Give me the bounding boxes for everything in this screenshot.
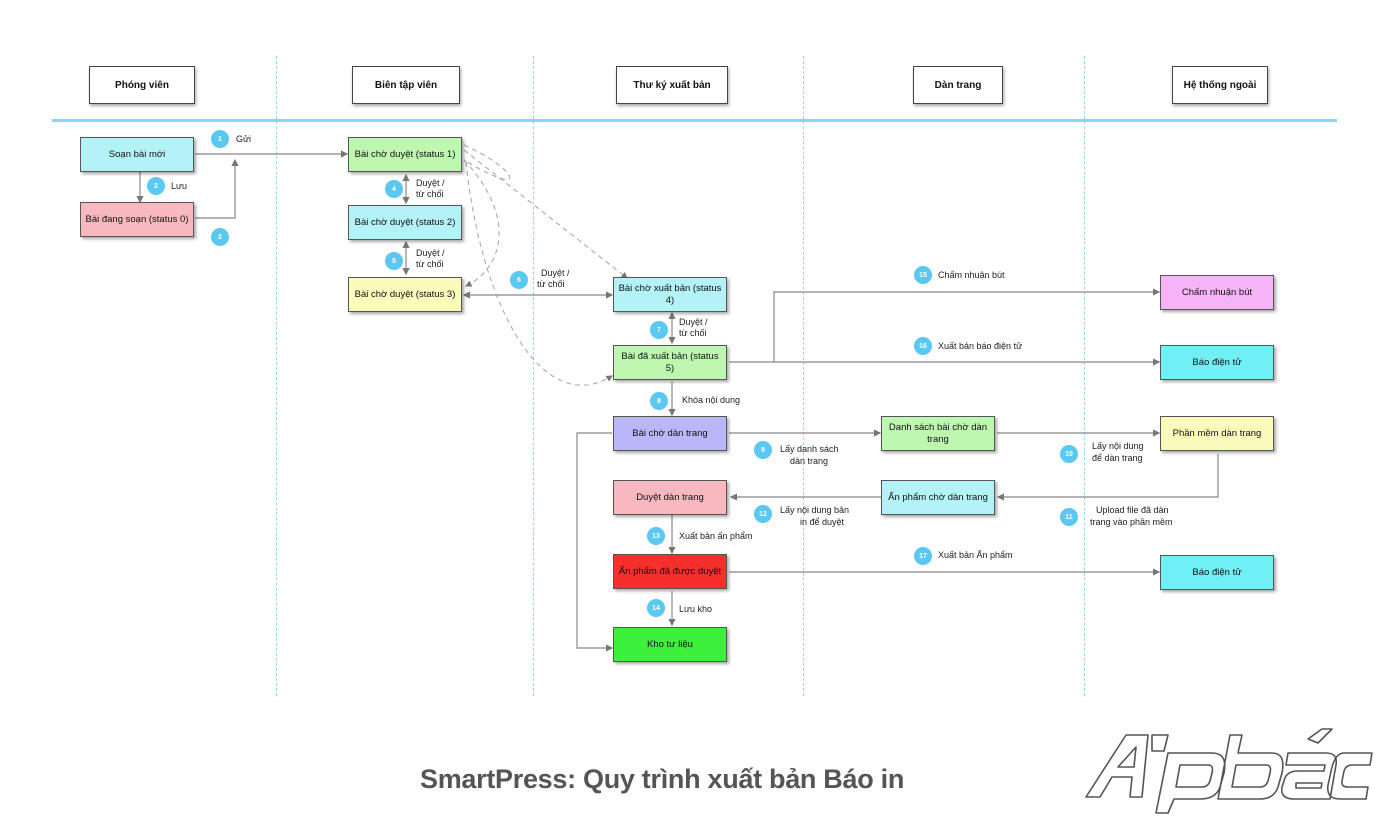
step-label: in để duyệt	[800, 517, 845, 527]
lane-header-dan-trang: Dàn trang	[913, 66, 1003, 104]
step-label: Lấy nội dung	[1092, 441, 1144, 451]
box-cho-xuat-ban: Bài chờ xuất bản (status 4)	[613, 277, 727, 312]
step-label: Lấy danh sách	[780, 444, 839, 454]
step-label: từ chối	[416, 189, 444, 199]
step-label: Duyệt /	[541, 268, 570, 278]
step-label: Duyệt /	[679, 317, 708, 327]
step-badge: 15	[914, 266, 932, 284]
diagram-caption: SmartPress: Quy trình xuất bản Báo in	[420, 764, 905, 794]
step-label: từ chối	[679, 328, 707, 338]
edge-dashed-2	[463, 159, 500, 287]
lane-separator	[1084, 56, 1085, 696]
box-cho-duyet-2: Bài chờ duyệt (status 2)	[348, 205, 462, 240]
step-badge: 17	[914, 547, 932, 565]
edge-dashed-1	[463, 149, 628, 279]
step-label: Duyệt /	[416, 178, 445, 188]
box-bai-dang-soan: Bài đang soạn (status 0)	[80, 202, 194, 237]
box-danh-sach-cho-dan-trang: Danh sách bài chờ dàn trang	[881, 416, 995, 451]
step-label: Xuất bản ấn phẩm	[679, 531, 753, 541]
step-badge: 14	[647, 599, 665, 617]
step-label: trang vào phần mềm	[1090, 517, 1173, 527]
step-label: Duyệt /	[416, 248, 445, 258]
step-label: Lưu	[171, 181, 188, 191]
step-badge: 11	[1060, 508, 1078, 526]
box-duyet-dan-trang: Duyệt dàn trang	[613, 480, 727, 515]
step-badge: 12	[754, 505, 772, 523]
step-badge: 5	[385, 252, 403, 270]
box-bao-dien-tu-1: Báo điện tử	[1160, 345, 1274, 380]
step-label: Khóa nội dung	[682, 395, 741, 405]
step-label: từ chối	[537, 279, 565, 289]
box-soan-bai-moi: Soạn bài mới	[80, 137, 194, 172]
box-cham-nhuan-but: Chấm nhuận bút	[1160, 275, 1274, 310]
edge-dashed-4	[463, 144, 511, 181]
lane-separator	[533, 56, 534, 696]
step-label: Upload file đã dàn	[1096, 505, 1169, 515]
step-label: Chấm nhuận bút	[938, 270, 1005, 280]
step-label: Xuất bản Ấn phẩm	[938, 550, 1013, 560]
step-badge: 1	[211, 130, 229, 148]
box-kho-tu-lieu: Kho tư liệu	[613, 627, 727, 662]
lane-separator	[276, 56, 277, 696]
step-badge: 2	[147, 177, 165, 195]
box-da-xuat-ban: Bài đã xuất bản (status 5)	[613, 345, 727, 380]
lane-header-thu-ky: Thư ký xuất bản	[616, 66, 728, 104]
step-label: Gửi	[236, 134, 252, 144]
step-badge: 8	[650, 392, 668, 410]
step-badge: 10	[1060, 445, 1078, 463]
lane-header-phong-vien: Phóng viên	[89, 66, 195, 104]
lane-separator	[803, 56, 804, 696]
step-badge: 6	[510, 271, 528, 289]
edge-dashed-3	[465, 161, 613, 386]
lane-header-bien-tap-vien: Biên tập viên	[352, 66, 460, 104]
step-badge: 7	[650, 321, 668, 339]
box-bao-dien-tu-2: Báo điện tử	[1160, 555, 1274, 590]
box-an-pham-cho-dan-trang: Ấn phẩm chờ dàn trang	[881, 480, 995, 515]
box-phan-mem-dan-trang: Phần mềm dàn trang	[1160, 416, 1274, 451]
step-badge: 4	[385, 180, 403, 198]
step-badge: 2	[211, 228, 229, 246]
ap-bac-logo	[1085, 728, 1373, 814]
box-an-pham-da-duyet: Ấn phẩm đã được duyệt	[613, 554, 727, 589]
step-label: để dàn trang	[1092, 453, 1143, 463]
header-divider	[52, 119, 1337, 122]
step-badge: 16	[914, 337, 932, 355]
step-label: dàn trang	[790, 456, 829, 466]
step-label: Lưu kho	[679, 604, 713, 614]
step-badge: 9	[754, 441, 772, 459]
box-cho-dan-trang: Bài chờ dàn trang	[613, 416, 727, 451]
edge-direct-archive	[576, 432, 614, 652]
edge-status0-send	[195, 158, 239, 219]
step-badge: 13	[647, 527, 665, 545]
step-label: Xuất bản báo điện tử	[938, 341, 1023, 351]
lane-header-he-thong: Hệ thống ngoài	[1172, 66, 1268, 104]
box-cho-duyet-3: Bài chờ duyệt (status 3)	[348, 277, 462, 312]
box-cho-duyet-1: Bài chờ duyệt (status 1)	[348, 137, 462, 172]
step-label: Lấy nội dung bản	[780, 505, 850, 515]
step-label: từ chối	[416, 259, 444, 269]
